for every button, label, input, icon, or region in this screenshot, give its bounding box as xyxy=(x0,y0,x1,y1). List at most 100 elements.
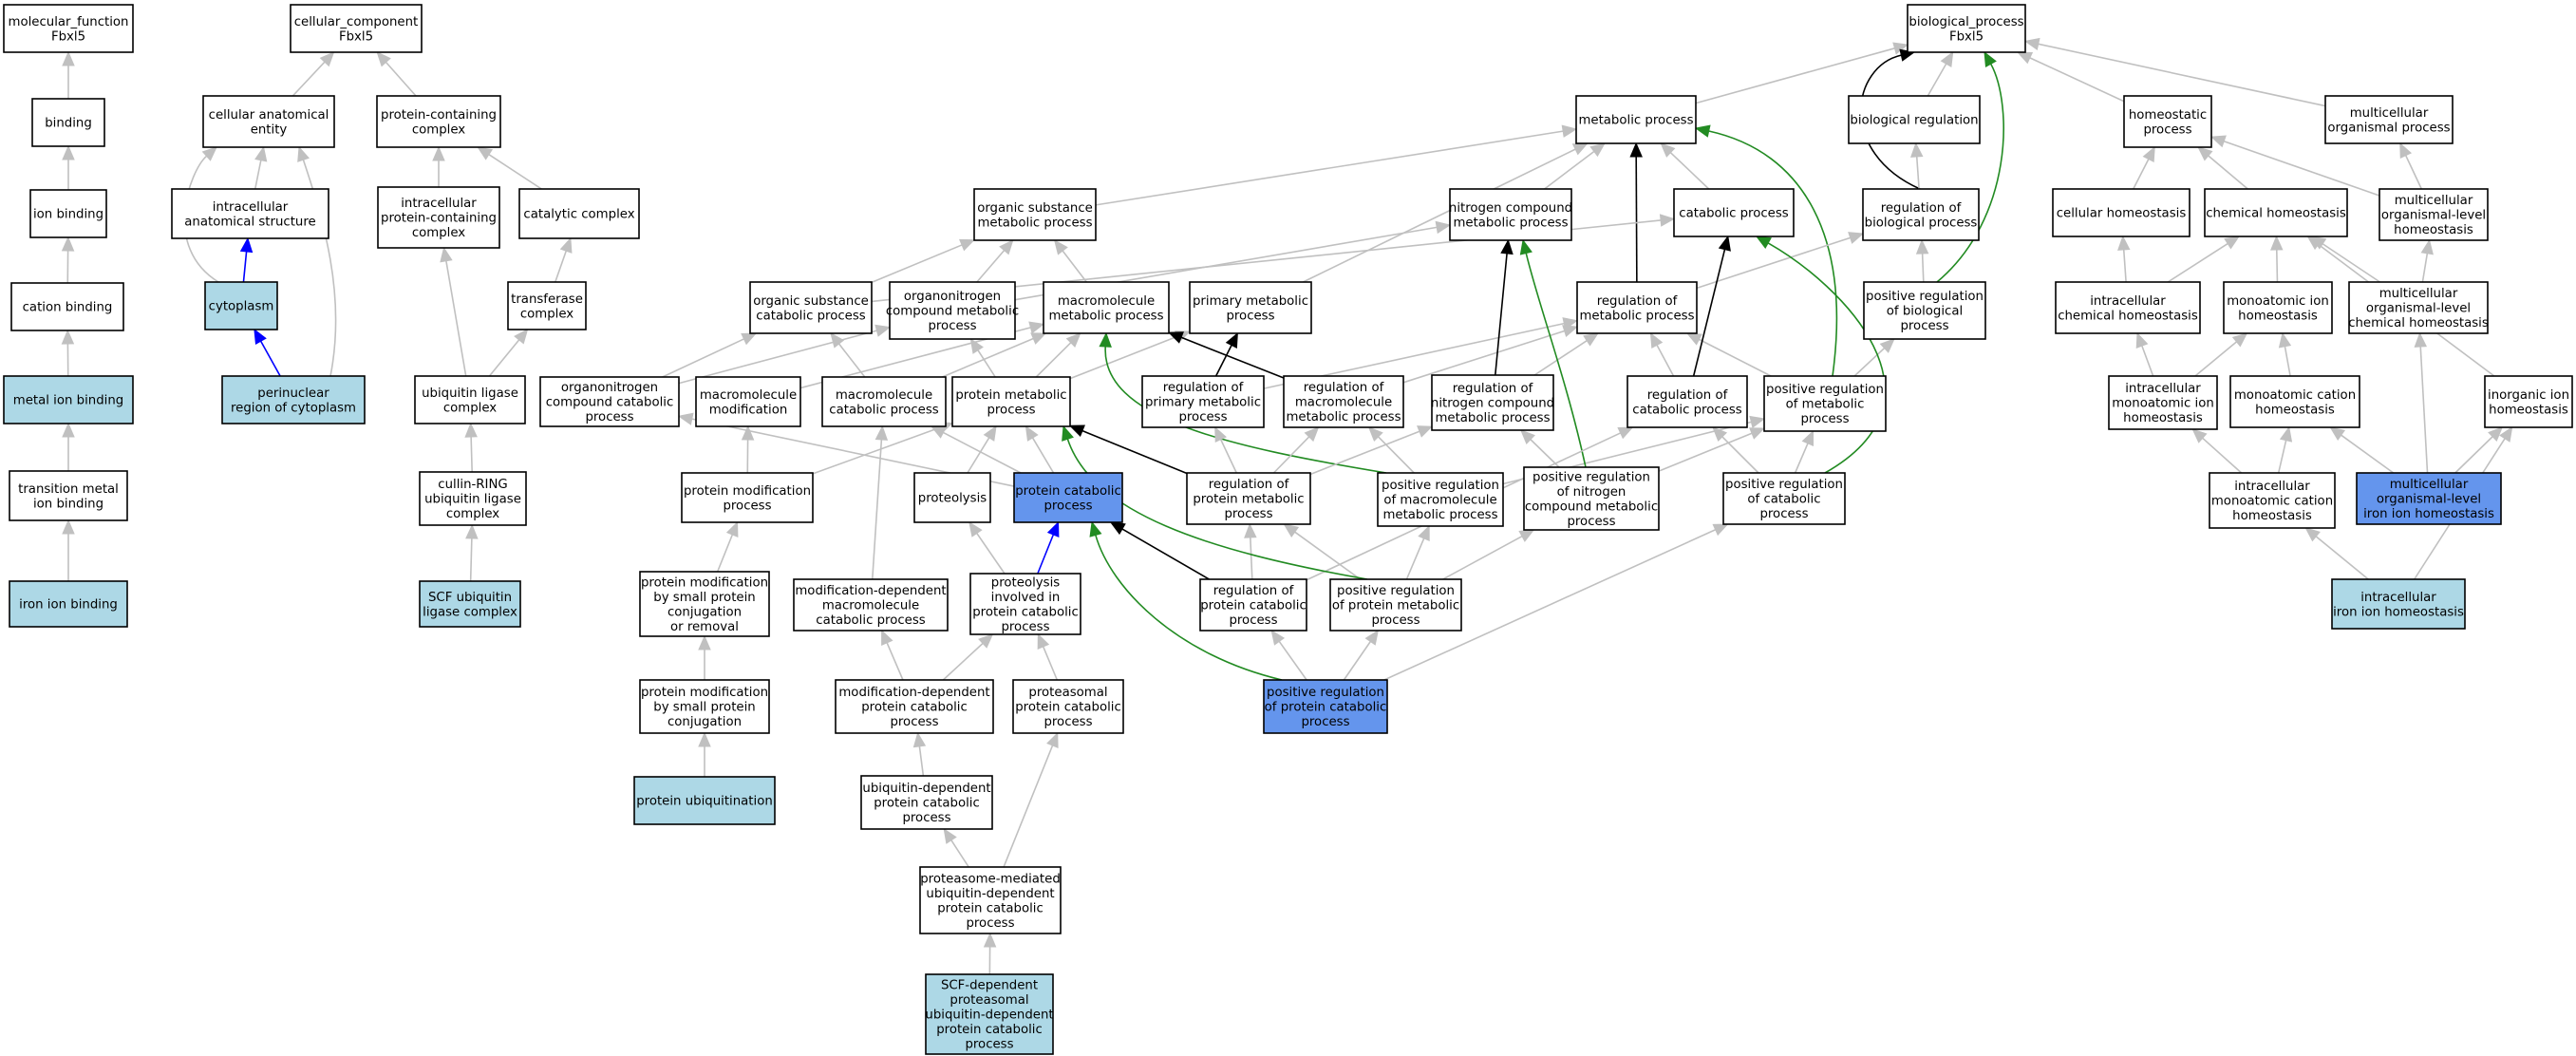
node-box xyxy=(518,188,640,239)
node-label-line: cellular_component xyxy=(294,15,419,29)
arrowhead xyxy=(1583,332,1600,347)
node-box xyxy=(2331,578,2466,630)
node-label-line: ubiquitin ligase xyxy=(424,493,521,507)
node-box xyxy=(3,375,134,424)
edge-is-a xyxy=(2197,146,2248,190)
node-label-line: perinuclear xyxy=(257,387,329,401)
node-box xyxy=(2055,281,2201,334)
node-label-line: cytoplasm xyxy=(209,300,274,314)
node-label-line: by small protein xyxy=(653,701,755,715)
node-box xyxy=(919,866,1062,934)
node-label-line: of protein catabolic xyxy=(1265,701,1387,715)
arrowhead xyxy=(2117,235,2131,251)
node-box xyxy=(1722,472,1846,525)
node-label-line: nitrogen compound xyxy=(1449,201,1572,216)
node-box xyxy=(835,679,994,734)
node-label-line: proteasomal xyxy=(1028,686,1107,700)
edge-is-a xyxy=(1214,425,1238,474)
node-label-line: biological process xyxy=(1865,216,1978,230)
node-label-line: proteasome-mediated xyxy=(920,872,1061,886)
arrowhead xyxy=(1685,332,1702,346)
node-box xyxy=(9,580,128,628)
node-label-line: macromolecule xyxy=(1058,294,1155,309)
arrowhead xyxy=(1089,520,1102,537)
arrowhead xyxy=(440,246,453,263)
edge-is-a xyxy=(1270,629,1307,681)
arrowhead xyxy=(2414,331,2428,348)
edge-is-a xyxy=(1025,424,1055,474)
arrowhead xyxy=(1030,332,1047,345)
node-box xyxy=(913,472,991,523)
node-label-line: positive regulation xyxy=(1866,290,1984,304)
edge-is-a xyxy=(1915,238,1929,283)
node-box xyxy=(507,281,587,330)
arrowhead xyxy=(2135,331,2149,349)
edge-is-a xyxy=(488,329,529,377)
node-label-line: protein ubiquitination xyxy=(636,795,773,809)
edge-is-a xyxy=(2310,236,2380,283)
edge-is-a xyxy=(1003,731,1059,868)
node-label-line: cellular anatomical xyxy=(209,108,329,123)
node-label-line: complex xyxy=(412,123,465,137)
node-label-line: conjugation xyxy=(668,605,742,619)
node-label-line: ubiquitin-dependent xyxy=(926,887,1054,901)
arrowhead xyxy=(1065,332,1081,349)
arrowhead xyxy=(741,424,755,441)
arrowhead xyxy=(1617,426,1634,440)
edge-is-a xyxy=(1309,425,1434,476)
node-box xyxy=(1848,95,1981,144)
node-box xyxy=(639,679,770,734)
node-box xyxy=(2223,281,2333,334)
edge-is-a xyxy=(2414,331,2429,474)
go-term-node: metabolic process xyxy=(1575,95,1697,144)
node-label-line: regulation of xyxy=(1163,381,1244,395)
node-label-line: process xyxy=(1900,319,1948,333)
node-box xyxy=(1377,472,1504,527)
node-box xyxy=(2348,281,2489,334)
node-label-line: homeostasis xyxy=(2232,509,2312,523)
edge-part-of xyxy=(254,328,281,377)
edge-is-a xyxy=(1037,632,1059,681)
node-box xyxy=(1449,188,1572,241)
arrowhead xyxy=(61,329,75,345)
arrowhead xyxy=(2270,235,2284,251)
node-box xyxy=(1263,679,1388,734)
node-label-line: process xyxy=(1044,715,1092,729)
node-label-line: metabolic process xyxy=(1453,216,1568,230)
go-term-node: cellular homeostasis xyxy=(2052,188,2191,237)
node-label-line: protein catabolic xyxy=(1015,484,1121,499)
node-label-line: protein catabolic xyxy=(937,901,1044,915)
arrowhead xyxy=(969,337,984,354)
edge-is-a xyxy=(698,731,711,777)
arrowhead xyxy=(2197,146,2213,161)
node-box xyxy=(2209,472,2336,529)
arrowhead xyxy=(62,422,75,438)
go-term-node: iron ion binding xyxy=(9,580,128,628)
node-label-line: metabolic process xyxy=(1579,309,1694,323)
arrowhead xyxy=(1435,220,1452,235)
arrowhead xyxy=(514,329,529,345)
go-term-node: modification-dependentmacromoleculecatab… xyxy=(793,578,949,632)
arrowhead xyxy=(61,236,75,252)
arrowhead xyxy=(1046,731,1059,748)
arrowhead xyxy=(1712,426,1728,443)
edge-is-a xyxy=(291,51,335,97)
node-label-line: protein catabolic xyxy=(1200,599,1307,613)
node-label-line: of macromolecule xyxy=(1383,494,1496,508)
edge-is-a xyxy=(61,329,75,377)
node-box xyxy=(639,571,770,637)
